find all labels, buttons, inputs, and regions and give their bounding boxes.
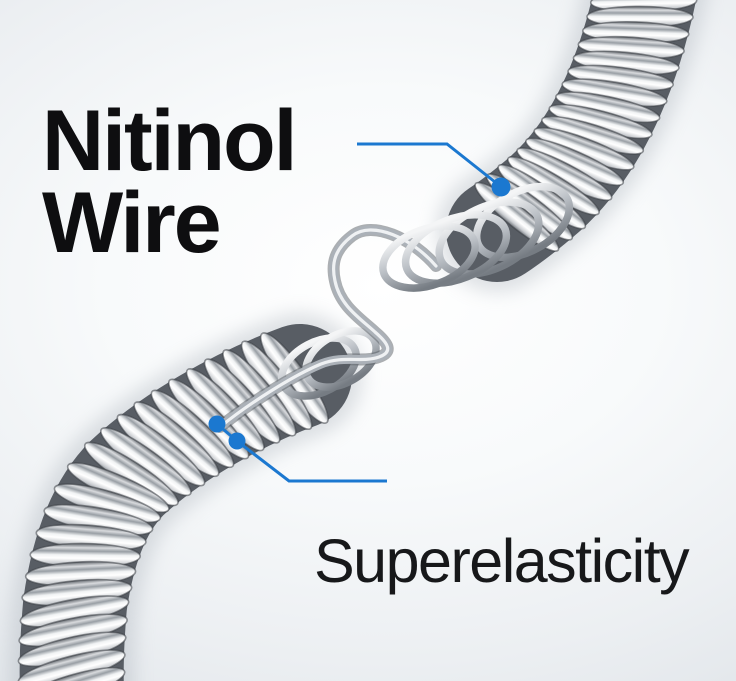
lower-callout-dot-2 — [228, 432, 246, 450]
upper-coil — [379, 0, 698, 292]
upper-callout-dot — [491, 177, 511, 197]
upper-callout-line — [357, 142, 501, 188]
upper-coil-loose-loops — [379, 182, 574, 292]
product-title-line-2: Wire — [42, 175, 222, 271]
lower-coil — [17, 324, 380, 681]
core-wire — [214, 224, 442, 433]
product-title-line-1: Nitinol — [42, 93, 297, 189]
lower-callout-line — [216, 422, 387, 483]
lower-callout — [208, 415, 387, 483]
lower-callout-dot-1 — [208, 415, 226, 433]
upper-callout — [357, 142, 511, 197]
feature-caption: Superelasticity — [314, 527, 690, 595]
product-title: Nitinol Wire — [42, 93, 297, 271]
